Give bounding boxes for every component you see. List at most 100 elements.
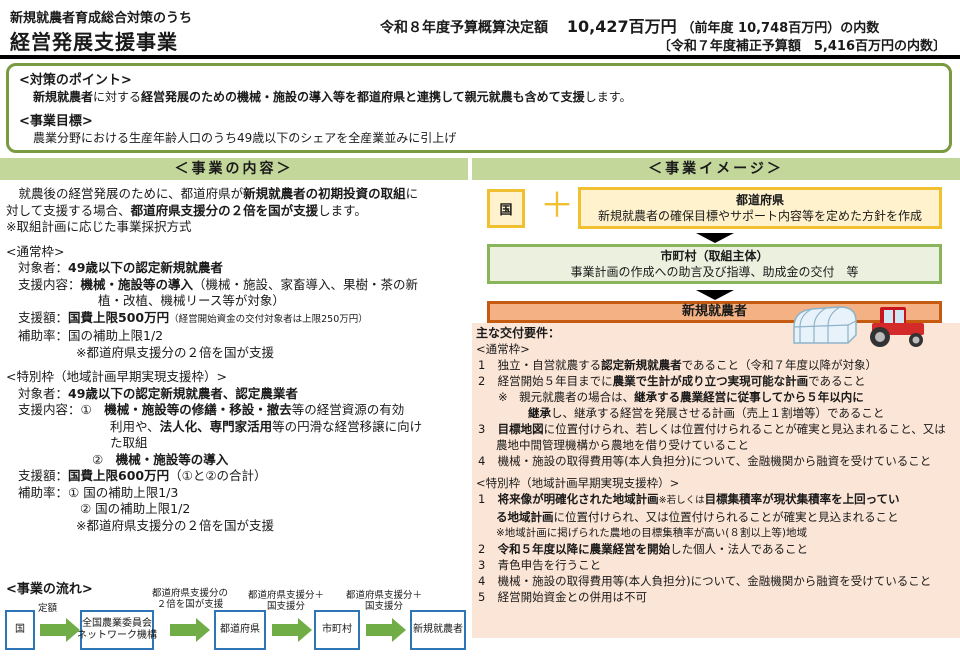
- header-subtitle: 新規就農者育成総合対策のうち: [10, 11, 193, 26]
- flow-label: 都道府県支援分の ２倍を国が支援: [152, 588, 229, 610]
- field-label: 支援額：: [18, 468, 69, 483]
- budget-amount: 10,427百万円: [566, 17, 677, 36]
- flow-arrow-icon: [40, 618, 80, 642]
- req-item-note: ※地域計画に掲げられた農地の目標集積率が高い(８割以上等)地域: [496, 527, 807, 539]
- field-value: 49歳以下の認定新規就農者: [68, 260, 223, 275]
- req-text: 機械・施設の取得費用等(本人負担分)について、金融機関から融資を受けていること: [497, 454, 932, 468]
- tractor-icon: [870, 307, 924, 347]
- req-text: 青色申告を行うこと: [497, 558, 602, 572]
- req-text: ※若しくは: [658, 495, 705, 506]
- req-num: ※: [498, 390, 508, 404]
- goal-label: <事業目標>: [19, 114, 93, 129]
- field-label: 補助率：: [18, 484, 69, 500]
- special-amount: 支援額：国費上限600万円（①と②の合計）: [6, 468, 466, 485]
- prefecture-desc: 新規就農者の確保目標やサポート内容等を定めた方針を作成: [597, 209, 922, 223]
- intro-text: 就農後の経営発展のために、都道府県が: [6, 186, 244, 201]
- req-special-heading: <特別枠（地域計画早期実現支援枠）>: [476, 476, 680, 490]
- flow-node-kuni: 国: [5, 610, 35, 650]
- field-value: （機械・施設、家畜導入、果樹・茶の新: [193, 276, 419, 292]
- field-value: 機械・施設等の導入: [115, 451, 229, 467]
- flow-label: 都道府県支援分＋ 国支援分: [346, 590, 423, 612]
- field-label: 補助率：: [18, 328, 69, 343]
- req-item: 1 将来像が明確化された地域計画※若しくは目標集積率が現状集積率を上回ってい: [476, 491, 960, 509]
- req-text: であること（令和７年度以降が対象）: [681, 358, 878, 372]
- req-normal-heading: <通常枠>: [476, 342, 530, 356]
- budget-prev: （前年度 10,748百万円）の内数: [681, 21, 880, 36]
- req-num: 3: [478, 422, 486, 436]
- page-title: 経営発展支援事業: [10, 30, 178, 54]
- req-item: 4 機械・施設の取得費用等(本人負担分)について、金融機関から融資を受けているこ…: [476, 453, 960, 469]
- item-num: ②: [92, 451, 104, 467]
- policy-text-part: します。: [584, 90, 632, 104]
- req-item: 3 青色申告を行うこと: [476, 557, 960, 573]
- req-num: 3: [478, 558, 486, 572]
- req-item: 1 独立・自営就農する認定新規就農者であること（令和７年度以降が対象）: [476, 357, 960, 373]
- policy-text-part: 経営発展のための機械・施設の導入等を都道府県と連携して親元就農も含めて支援: [141, 90, 585, 104]
- special-rate2: ② 国の補助上限1/2: [80, 501, 191, 516]
- req-item-cont: る地域計画に位置付けられ、又は位置付けられることが確実と見込まれること: [476, 509, 960, 525]
- req-text: 将来像が明確化された地域計画: [497, 492, 659, 506]
- req-text: 継承する農業経営に従事してから５年以内に: [634, 390, 864, 404]
- special-support-cont2: た取組: [110, 435, 148, 450]
- intro-line-2: 対して支援する場合、都道府県支援分の２倍を国が支援します。: [6, 203, 466, 220]
- special-support-item2: ② 機械・施設等の導入: [6, 452, 466, 469]
- req-text: に位置付けられ、若しくは位置付けられることが確実と見込まれること、又は: [543, 422, 946, 436]
- req-text: に位置付けられ、又は位置付けられることが確実と見込まれること: [553, 510, 899, 524]
- req-text: した個人・法人であること: [670, 542, 809, 556]
- field-label: 支援額：: [18, 309, 69, 325]
- req-item: 2 令和５年度以降に農業経営を開始した個人・法人であること: [476, 541, 960, 557]
- req-num: 1: [478, 492, 486, 506]
- field-value: 国費上限500万円: [68, 309, 170, 325]
- req-text: であること: [808, 374, 866, 388]
- field-value: 機械・施設等の導入: [80, 276, 194, 292]
- municipality-title: 市町村（取組主体）: [660, 249, 769, 263]
- normal-rate-note: ※都道府県支援分の２倍を国が支援: [76, 344, 274, 360]
- municipality-box: 市町村（取組主体） 事業計画の作成への助言及び指導、助成金の交付 等: [487, 244, 942, 284]
- greenhouse-icon: [793, 306, 857, 344]
- budget-line: 令和８年度予算概算決定額 10,427百万円 （前年度 10,748百万円）の内…: [380, 13, 879, 37]
- field-value: ① 国の補助上限1/3: [68, 484, 179, 500]
- req-text: 農業で生計が成り立つ実現可能な計画: [612, 374, 809, 388]
- special-target: 対象者：49歳以下の認定新規就農者、認定農業者: [6, 386, 466, 403]
- req-num: 4: [478, 454, 486, 468]
- req-text: る地域計画: [496, 510, 554, 524]
- content-section-header: ＜事業の内容＞: [0, 158, 468, 180]
- requirements-list: 主な交付要件： <通常枠> 1 独立・自営就農する認定新規就農者であること（令和…: [476, 325, 960, 605]
- flow-title: <事業の流れ>: [6, 582, 93, 597]
- normal-support-cont: 植・改植、機械リース等が対象）: [98, 293, 285, 308]
- kuni-box: 国: [487, 189, 525, 228]
- req-text: 経営開始資金との併用は不可: [497, 590, 648, 604]
- field-value: 等の円滑な経営移譲に向け: [272, 418, 423, 434]
- req-text: し、継承する経営を発展させる計画（売上１割増等）であること: [551, 406, 885, 420]
- intro-note: ※取組計画に応じた事業採択方式: [6, 219, 192, 234]
- field-label: 対象者：: [18, 260, 69, 275]
- field-value: 49歳以下の認定新規就農者、認定農業者: [68, 385, 298, 401]
- goal-text: 農業分野における生産年齢人口のうち49歳以下のシェアを全産業並みに引上げ: [33, 131, 457, 145]
- municipality-desc: 事業計画の作成への助言及び指導、助成金の交付 等: [570, 265, 859, 279]
- plus-icon: ＋: [540, 186, 574, 226]
- flow-arrow-icon: [272, 618, 312, 642]
- policy-label: <対策のポイント>: [19, 73, 132, 88]
- field-value: 法人化、専門家活用: [159, 418, 273, 434]
- req-item: 4 機械・施設の取得費用等(本人負担分)について、金融機関から融資を受けているこ…: [476, 573, 960, 589]
- normal-amount: 支援額：国費上限500万円（経営開始資金の交付対象者は上限250万円）: [6, 310, 466, 329]
- intro-bold: 都道府県支援分の２倍を国が支援: [130, 202, 319, 218]
- flow-node-farmer: 新規就農者: [410, 610, 466, 650]
- policy-text-part: に対する: [93, 90, 142, 104]
- req-item: 5 経営開始資金との併用は不可: [476, 589, 960, 605]
- normal-support: 支援内容：機械・施設等の導入（機械・施設、家畜導入、果樹・茶の新: [6, 277, 466, 294]
- field-note: （①と②の合計）: [169, 468, 267, 483]
- req-text: 目標集積率が現状集積率を上回ってい: [704, 492, 900, 506]
- item-num: ①: [80, 402, 92, 417]
- req-text: 認定新規就農者: [601, 358, 682, 372]
- intro-text: します。: [318, 202, 367, 218]
- req-num: 1: [478, 358, 486, 372]
- policy-points-box: <対策のポイント> 新規就農者に対する経営発展のための機械・施設の導入等を都道府…: [6, 63, 952, 153]
- policy-text: 新規就農者に対する経営発展のための機械・施設の導入等を都道府県と連携して親元就農…: [19, 88, 939, 105]
- prefecture-box: 都道府県 新規就農者の確保目標やサポート内容等を定めた方針を作成: [578, 187, 942, 229]
- flow-node-municipality: 市町村: [314, 610, 360, 650]
- field-label: 支援内容：: [18, 402, 81, 417]
- flow-arrow-icon: [170, 618, 210, 642]
- intro-text: 対して支援する場合、: [6, 202, 131, 218]
- req-text: 継承: [528, 406, 551, 420]
